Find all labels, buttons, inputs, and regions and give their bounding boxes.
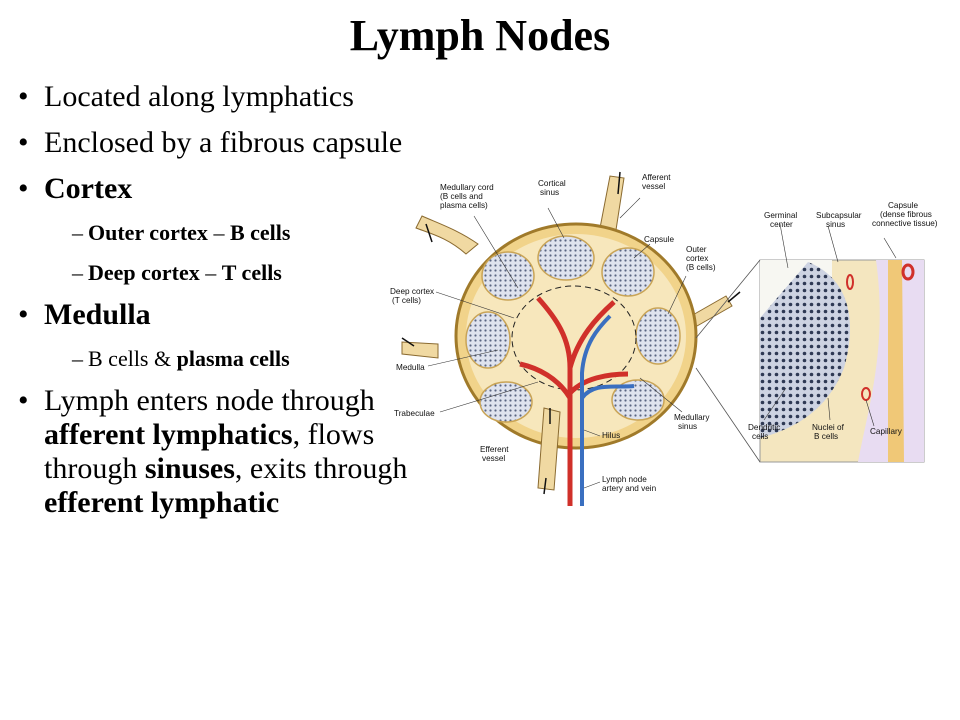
cortex-follicles [465, 235, 681, 423]
sub-sep: – [199, 260, 222, 285]
label-medullary-sinus: Medullary sinus [674, 413, 712, 431]
label-outer-cortex: Outer cortex (B cells) [686, 245, 716, 272]
flow-text-3: , exits through [234, 452, 408, 485]
label-artery-vein: Lymph node artery and vein [602, 475, 657, 493]
bullet-list: Located along lymphatics Enclosed by a f… [12, 80, 452, 532]
sub-rest: plasma cells [176, 346, 290, 371]
label-capillary: Capillary [870, 427, 903, 436]
label-efferent-vessel: Efferent vessel [480, 445, 511, 463]
sub-outer-cortex: Outer cortex – B cells [44, 220, 452, 246]
bullet-text: Located along lymphatics [44, 80, 354, 113]
bullet-text: Enclosed by a fibrous capsule [44, 126, 403, 159]
sub-rest: T cells [221, 260, 282, 285]
flow-arrows [401, 171, 741, 495]
flow-bold-sinuses: sinuses [144, 452, 235, 485]
bullet-located: Located along lymphatics [12, 80, 452, 114]
bullet-text: Medulla [44, 298, 151, 331]
bullet-cortex: Cortex Outer cortex – B cells Deep corte… [12, 172, 452, 286]
label-capsule-dense: Capsule (dense fibrous connective tissue… [872, 201, 938, 228]
label-trabeculae: Trabeculae [394, 409, 435, 418]
bullet-text: Cortex [44, 172, 133, 205]
label-germinal-center: Germinal center [764, 211, 800, 229]
label-medullary-cord: Medullary cord (B cells and plasma cells… [440, 183, 496, 210]
leader-lines [427, 197, 897, 489]
bullet-medulla: Medulla B cells & plasma cells [12, 298, 452, 372]
efferent-vessel-shape [537, 407, 561, 491]
bullet-enclosed: Enclosed by a fibrous capsule [12, 126, 452, 160]
slide-title: Lymph Nodes [349, 11, 611, 60]
cortex-sublist: Outer cortex – B cells Deep cortex – T c… [44, 220, 452, 286]
label-afferent-vessel: Afferent vessel [642, 173, 673, 191]
blood-vessels [519, 296, 635, 506]
sub-term: B cells [88, 346, 149, 371]
medulla-sublist: B cells & plasma cells [44, 346, 452, 372]
flow-text-1: Lymph enters node through [44, 384, 375, 417]
label-capsule: Capsule [644, 235, 674, 244]
sub-sep: & [148, 346, 177, 371]
sub-rest: B cells [229, 220, 291, 245]
label-cortical-sinus: Cortical sinus [538, 179, 568, 197]
inset-connector-lines [695, 259, 761, 463]
deep-cortex-outline [511, 285, 637, 391]
sub-term: Outer cortex [88, 220, 208, 245]
sub-deep-cortex: Deep cortex – T cells [44, 260, 452, 286]
bullet-lymph-flow: Lymph enters node through afferent lymph… [12, 384, 452, 520]
label-nuclei-b-cells: Nuclei of B cells [812, 423, 846, 441]
flow-bold-efferent: efferent lymphatic [44, 486, 280, 519]
lymph-node-diagram: Medullary cord (B cells and plasma cells… [390, 171, 938, 506]
flow-bold-afferent: afferent lymphatics [44, 418, 293, 451]
sub-sep: – [207, 220, 230, 245]
sub-medulla-cells: B cells & plasma cells [44, 346, 452, 372]
label-deep-cortex: Deep cortex (T cells) [390, 287, 436, 305]
flow-text-2: , flows through [44, 418, 375, 485]
inset-micrograph [759, 259, 925, 463]
label-subcapsular-sinus: Subcapsular sinus [816, 211, 864, 229]
label-dendritic-cells: Dendritic cells [748, 423, 783, 441]
label-hilus: Hilus [602, 431, 620, 440]
sub-term: Deep cortex [88, 260, 200, 285]
label-medulla: Medulla [396, 363, 425, 372]
